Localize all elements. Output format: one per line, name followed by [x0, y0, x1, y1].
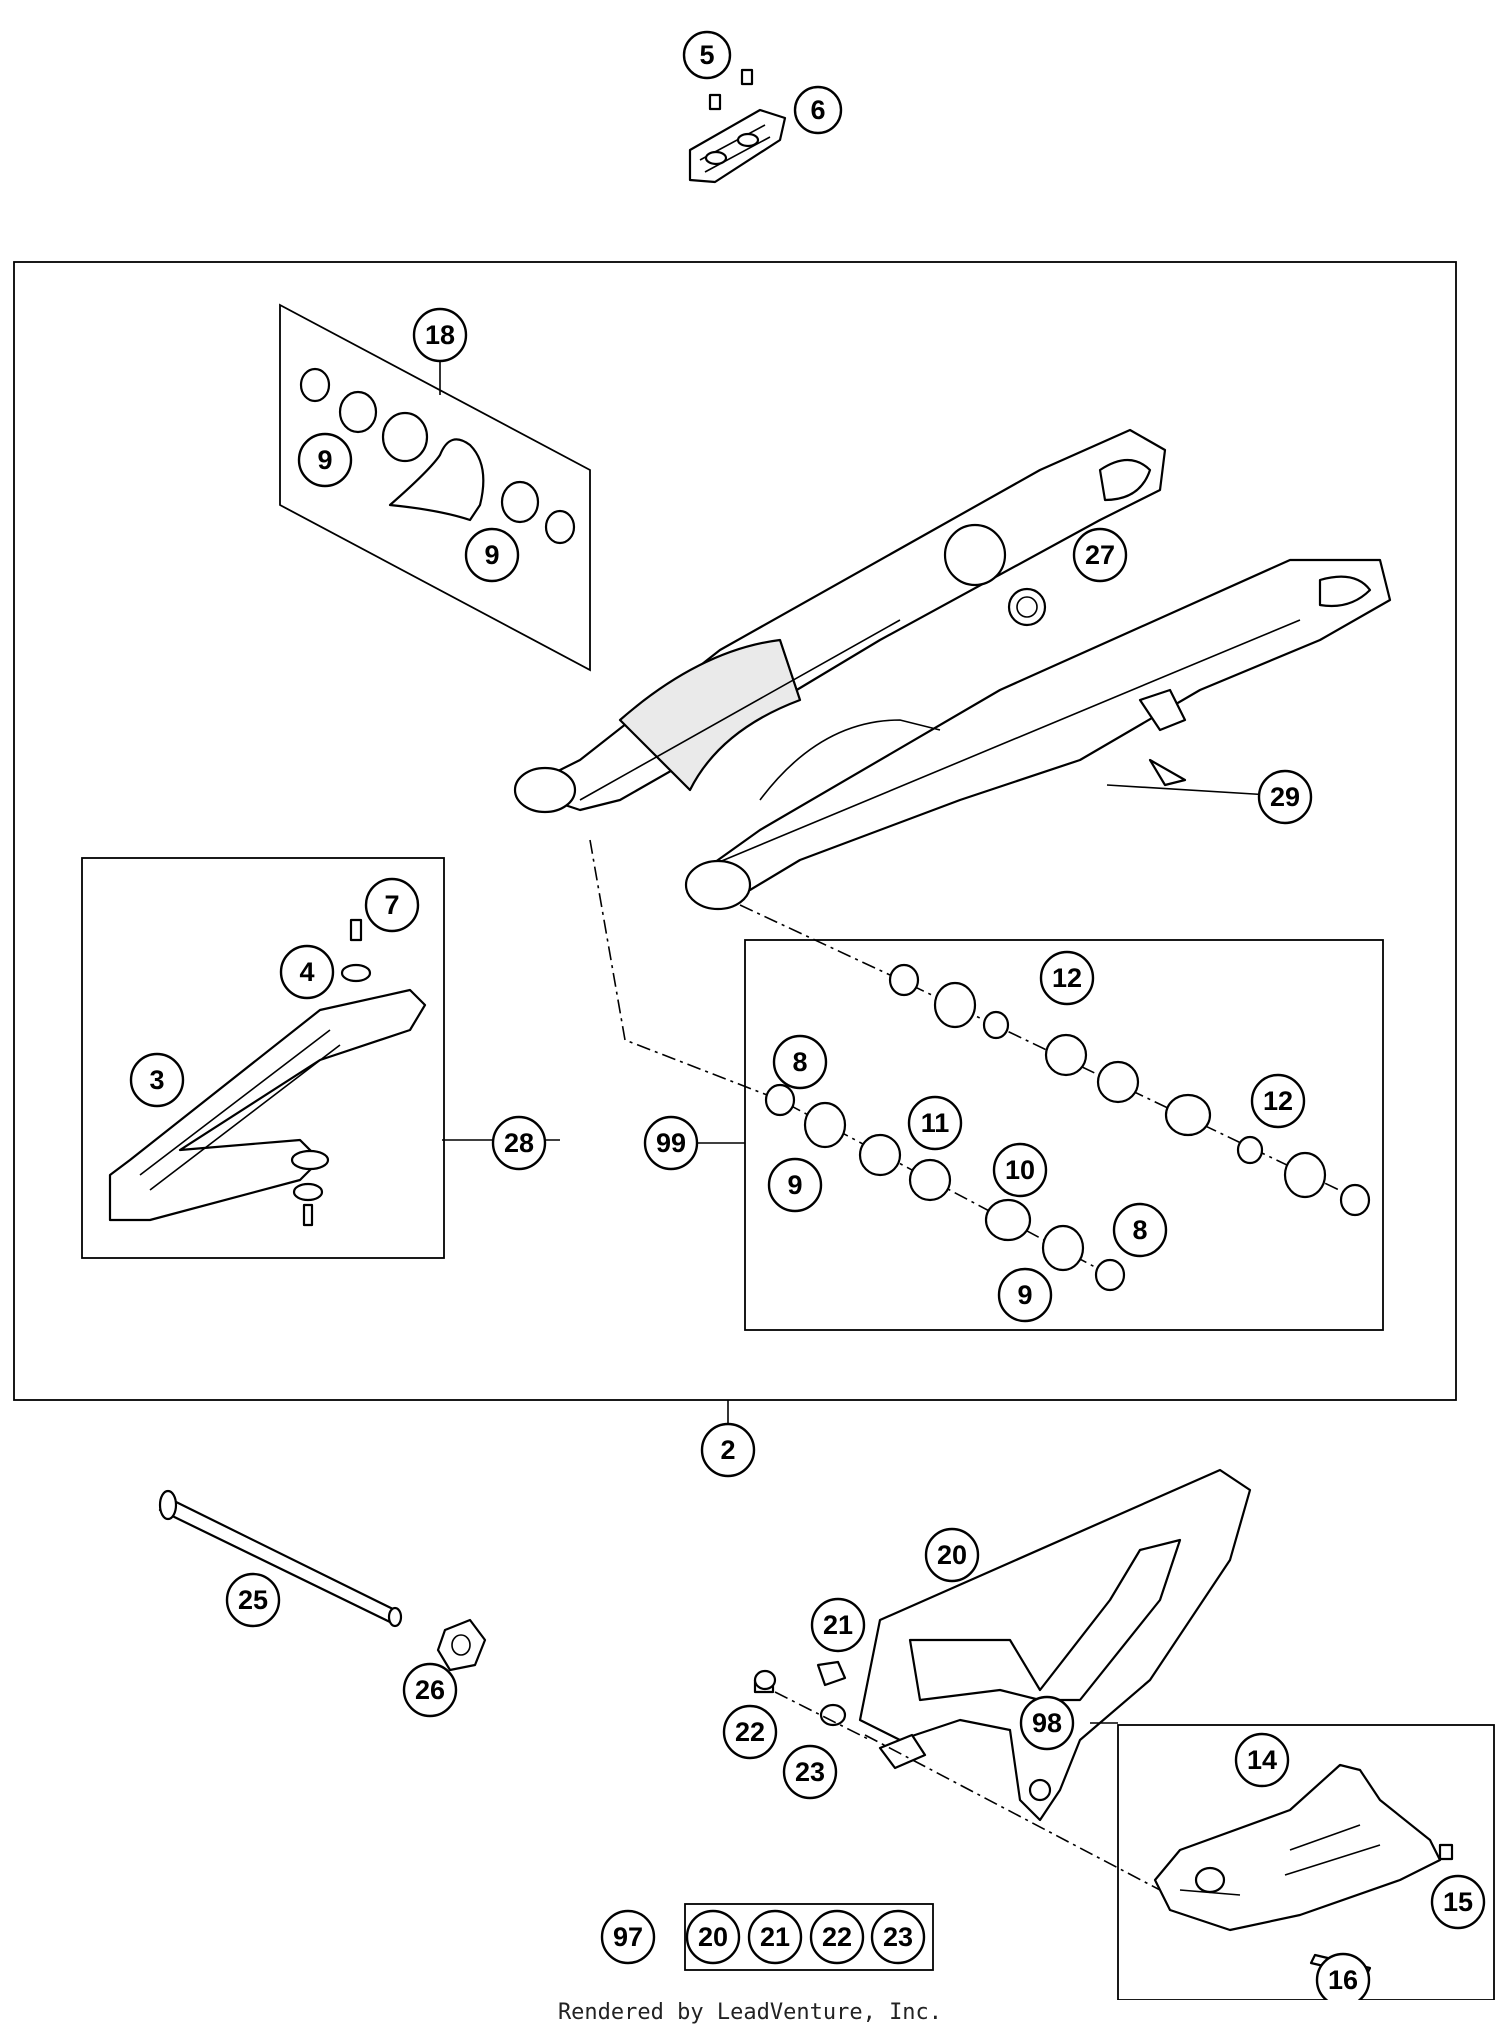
- svg-text:26: 26: [415, 1675, 445, 1705]
- bearing-kit-99-frame: [744, 939, 1384, 1331]
- callout-16: 16: [1315, 1952, 1371, 2000]
- svg-text:4: 4: [299, 957, 314, 987]
- callout-20: 20: [924, 1527, 980, 1583]
- svg-text:9: 9: [787, 1170, 802, 1200]
- callout-98: 98: [1019, 1695, 1075, 1751]
- svg-text:9: 9: [1017, 1280, 1032, 1310]
- callout-29: 29: [1257, 769, 1313, 825]
- chain-slider-kit-28-frame: [81, 857, 445, 1259]
- axis-line-chain-guide: [864, 1734, 1161, 1891]
- svg-text:9: 9: [317, 445, 332, 475]
- svg-text:23: 23: [883, 1922, 913, 1952]
- svg-text:6: 6: [810, 95, 825, 125]
- svg-text:3: 3: [149, 1065, 164, 1095]
- svg-text:22: 22: [822, 1922, 852, 1952]
- svg-text:97: 97: [613, 1922, 643, 1952]
- svg-text:14: 14: [1247, 1745, 1277, 1775]
- svg-text:15: 15: [1443, 1887, 1473, 1917]
- svg-text:29: 29: [1270, 782, 1300, 812]
- callout-15: 15: [1430, 1874, 1486, 1930]
- chain-guide-14: [1153, 1763, 1454, 1978]
- svg-text:25: 25: [238, 1585, 268, 1615]
- callout-11: 11: [907, 1095, 963, 1151]
- callout-3: 3: [129, 1052, 185, 1108]
- svg-text:5: 5: [699, 40, 714, 70]
- svg-text:98: 98: [1032, 1708, 1062, 1738]
- callout-99: 99: [643, 1115, 699, 1171]
- svg-text:10: 10: [1005, 1155, 1035, 1185]
- svg-text:12: 12: [1263, 1086, 1293, 1116]
- callout-9-box99-bottom: 9: [997, 1267, 1053, 1323]
- bearing-kit-18-frame: [279, 303, 591, 672]
- callout-26: 26: [402, 1662, 458, 1718]
- callout-12-top: 12: [1039, 950, 1095, 1006]
- svg-text:8: 8: [792, 1047, 807, 1077]
- svg-text:8: 8: [1132, 1215, 1147, 1245]
- callout-6: 6: [793, 85, 843, 135]
- bearing-kit-99-parts: [764, 963, 1371, 1292]
- bearing-kit-18-parts: [299, 367, 576, 545]
- svg-text:99: 99: [656, 1128, 686, 1158]
- kit-97-item-22: 22: [809, 1909, 865, 1965]
- svg-text:16: 16: [1328, 1965, 1358, 1995]
- kit-97: 97 20 21 22 23: [600, 1903, 934, 1971]
- callout-28: 28: [491, 1115, 547, 1171]
- svg-text:18: 18: [425, 320, 455, 350]
- svg-text:20: 20: [698, 1922, 728, 1952]
- callout-22: 22: [722, 1704, 778, 1760]
- swingarm-axle-25: [158, 1489, 487, 1672]
- svg-text:23: 23: [795, 1757, 825, 1787]
- callout-14: 14: [1234, 1732, 1290, 1788]
- callout-9-box99-left: 9: [767, 1157, 823, 1213]
- svg-text:27: 27: [1085, 540, 1115, 570]
- callout-97: 97: [600, 1909, 656, 1965]
- svg-text:21: 21: [760, 1922, 790, 1952]
- callout-7: 7: [364, 877, 420, 933]
- svg-text:22: 22: [735, 1717, 765, 1747]
- svg-text:11: 11: [921, 1108, 950, 1138]
- callout-23: 23: [782, 1744, 838, 1800]
- chain-guide-kit-98-frame: [1117, 1724, 1495, 2000]
- callout-27: 27: [1072, 527, 1128, 583]
- svg-text:7: 7: [384, 890, 399, 920]
- chain-slider-3: [108, 918, 427, 1227]
- callout-4: 4: [279, 944, 335, 1000]
- rendered-by-footer: Rendered by LeadVenture, Inc.: [557, 2000, 943, 2025]
- kit-97-item-23: 23: [870, 1909, 926, 1965]
- callout-5: 5: [682, 30, 732, 80]
- callout-8-bottom: 8: [1112, 1202, 1168, 1258]
- callout-2: 2: [700, 1422, 756, 1478]
- svg-text:21: 21: [823, 1610, 853, 1640]
- kit-97-item-21: 21: [747, 1909, 803, 1965]
- axis-line-lower: [589, 839, 1111, 1276]
- swingarm-assembly-frame: [13, 261, 1457, 1401]
- swingarm: [513, 428, 1392, 911]
- svg-text:20: 20: [937, 1540, 967, 1570]
- callout-9-box18-left: 9: [297, 432, 353, 488]
- svg-text:2: 2: [720, 1435, 735, 1465]
- svg-text:28: 28: [504, 1128, 534, 1158]
- callout-8-top: 8: [772, 1034, 828, 1090]
- callout-10: 10: [992, 1142, 1048, 1198]
- callout-21: 21: [810, 1597, 866, 1653]
- kit-97-item-20: 20: [685, 1909, 741, 1965]
- callout-18: 18: [412, 307, 468, 363]
- svg-text:12: 12: [1052, 963, 1082, 993]
- callout-12-right: 12: [1250, 1073, 1306, 1129]
- chain-slider-top: [688, 68, 787, 184]
- callout-9-box18-right: 9: [464, 527, 520, 583]
- svg-text:9: 9: [484, 540, 499, 570]
- callout-25: 25: [225, 1572, 281, 1628]
